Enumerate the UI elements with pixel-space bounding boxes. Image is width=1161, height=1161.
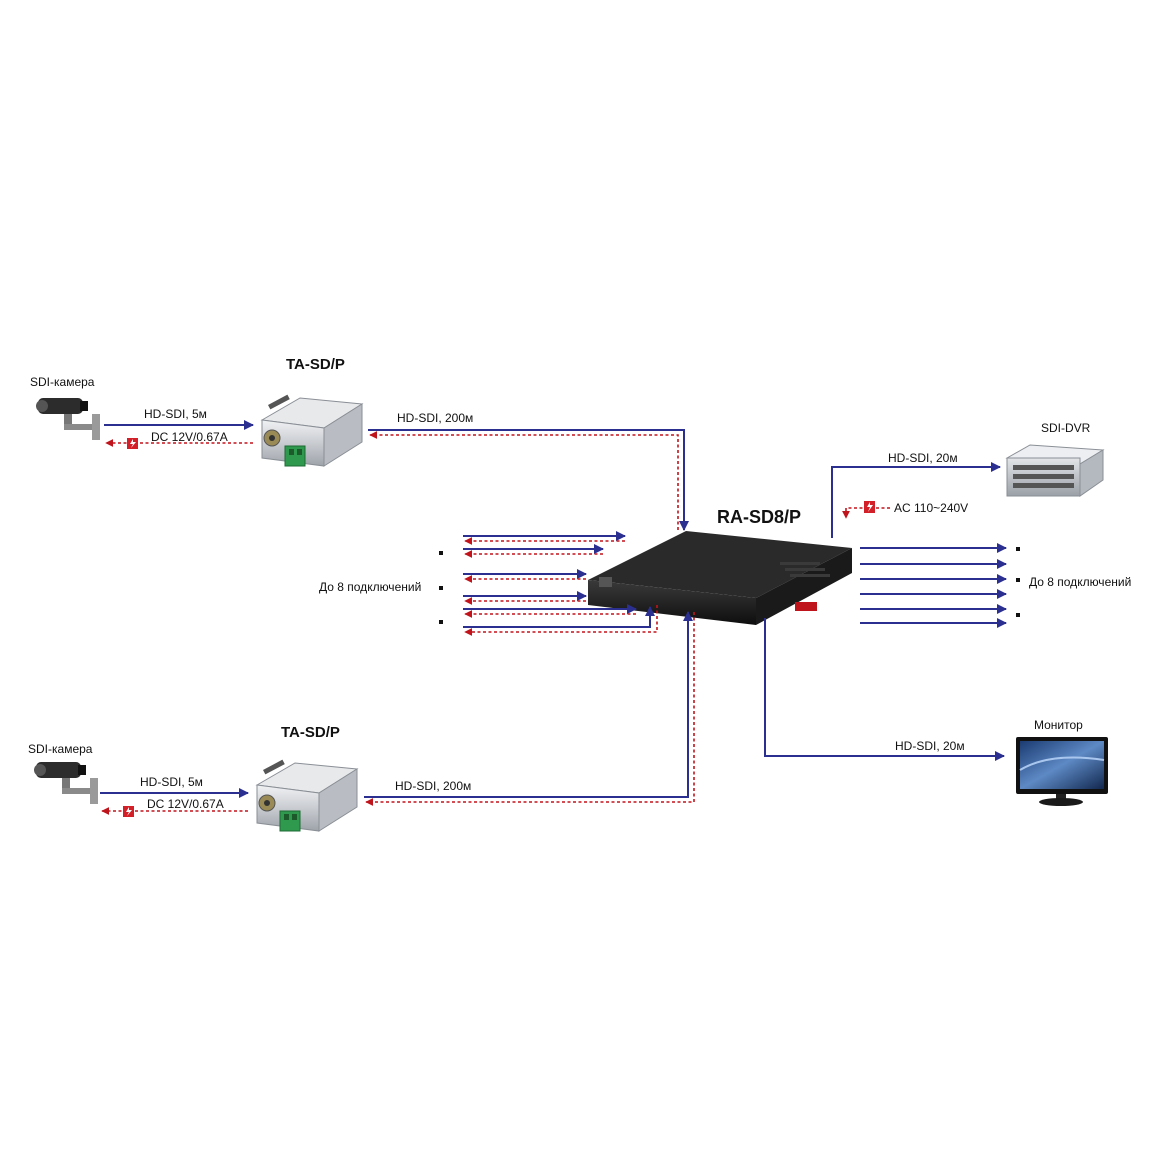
- bottom-camera-link-label: HD-SDI, 5м: [140, 775, 203, 789]
- output-dot: [1016, 613, 1020, 617]
- dvr-label: SDI-DVR: [1041, 421, 1091, 435]
- input-connections: [463, 531, 658, 636]
- top-transmitter-title: TA-SD/P: [286, 356, 345, 373]
- ac-power-label: AC 110~240V: [894, 501, 968, 515]
- top-camera-label: SDI-камера: [30, 375, 95, 389]
- top-trunk-label: HD-SDI, 200м: [397, 411, 473, 425]
- bottom-trunk-signal: [364, 611, 693, 798]
- dvr-server-icon: [1005, 444, 1105, 497]
- input-dot: [439, 586, 443, 590]
- receiver-unit-icon: [588, 531, 852, 625]
- bottom-trunk-power: [365, 612, 695, 806]
- bottom-transmitter-icon: [255, 759, 359, 832]
- monitor-icon: [1016, 737, 1108, 806]
- top-power-label: DC 12V/0.67A: [151, 430, 228, 444]
- output-dot: [1016, 547, 1020, 551]
- bottom-power-lightning-icon: [123, 806, 134, 817]
- dvr-link-label: HD-SDI, 20м: [888, 451, 958, 465]
- dvr-link: [831, 462, 1001, 538]
- bottom-trunk-label: HD-SDI, 200м: [395, 779, 471, 793]
- monitor-link: [764, 618, 1005, 761]
- bottom-transmitter-title: TA-SD/P: [281, 724, 340, 741]
- ac-power-link: [842, 507, 890, 519]
- input-dot: [439, 620, 443, 624]
- ac-lightning-icon: [864, 501, 875, 513]
- monitor-link-label: HD-SDI, 20м: [895, 739, 965, 753]
- receiver-title: RA-SD8/P: [717, 507, 801, 527]
- inputs-label: До 8 подключений: [319, 580, 421, 594]
- monitor-label: Монитор: [1034, 718, 1083, 732]
- output-connections: [860, 543, 1007, 628]
- output-dot: [1016, 578, 1020, 582]
- top-transmitter-icon: [260, 394, 364, 467]
- bottom-camera-label: SDI-камера: [28, 742, 93, 756]
- outputs-label: До 8 подключений: [1029, 575, 1131, 589]
- top-trunk-signal: [368, 429, 689, 531]
- top-power-lightning-icon: [127, 438, 138, 449]
- input-dot: [439, 551, 443, 555]
- bottom-power-label: DC 12V/0.67A: [147, 797, 224, 811]
- bottom-camera-icon: [34, 762, 98, 804]
- top-camera-link-label: HD-SDI, 5м: [144, 407, 207, 421]
- top-trunk-power: [369, 431, 679, 530]
- top-camera-icon: [36, 398, 100, 440]
